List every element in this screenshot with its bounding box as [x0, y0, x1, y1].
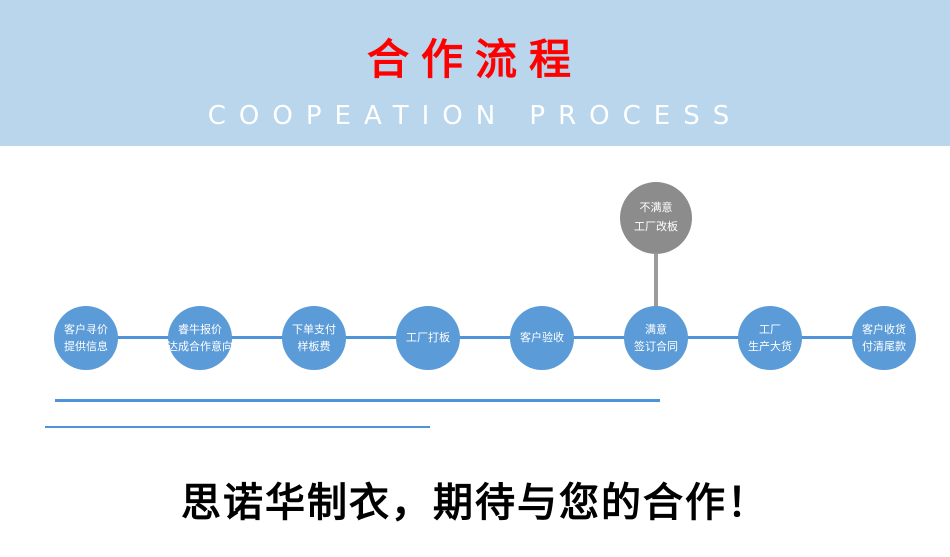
step-label-line: 工厂 [759, 322, 781, 336]
step-circle-bulk-production: 工厂 生产大货 [738, 306, 802, 370]
step-label-line: 客户寻价 [64, 322, 108, 336]
header-banner: 合作流程 COOPEATION PROCESS [0, 0, 950, 146]
branch-circle-dissatisfied: 不满意 工厂改板 [620, 182, 692, 254]
branch-label-line: 不满意 [639, 201, 673, 215]
step-label-line: 下单支付 [292, 322, 336, 336]
step-circle-inquiry: 客户寻价 提供信息 [54, 306, 118, 370]
page-title: 合作流程 [366, 35, 583, 84]
step-label-line: 签订合同 [634, 340, 678, 353]
step-label-line: 达成合作意向 [167, 340, 233, 353]
branch-connector-line [654, 254, 658, 308]
footer-slogan: 思诺华制衣，期待与您的合作！ [181, 480, 769, 526]
decorative-line-long [55, 399, 660, 402]
page-subtitle: COOPEATION PROCESS [207, 101, 743, 131]
branch-label-line: 工厂改板 [634, 220, 678, 233]
step-label-line: 睿牛报价 [178, 322, 222, 336]
step-label-line: 样板费 [297, 340, 331, 353]
step-label-line: 客户验收 [520, 331, 564, 345]
step-label-line: 客户收货 [862, 322, 906, 336]
step-label-line: 提供信息 [64, 340, 108, 353]
step-circle-customer-check: 客户验收 [510, 306, 574, 370]
step-circle-quote: 睿牛报价 达成合作意向 [167, 306, 233, 370]
step-circle-order-pay: 下单支付 样板费 [282, 306, 346, 370]
step-label-line: 生产大货 [748, 340, 792, 353]
decorative-line-short [45, 426, 430, 428]
flow-connector-line [86, 336, 884, 339]
process-steps-row: 客户寻价 提供信息 睿牛报价 达成合作意向 下单支付 样板费 工厂打板 客户验收… [54, 306, 916, 370]
step-label-line: 付清尾款 [862, 340, 906, 353]
step-circle-sign-contract: 满意 签订合同 [624, 306, 688, 370]
step-label-line: 满意 [645, 322, 667, 336]
step-circle-factory-sample: 工厂打板 [396, 306, 460, 370]
step-circle-receive-pay-balance: 客户收货 付清尾款 [852, 306, 916, 370]
step-label-line: 工厂打板 [406, 331, 450, 345]
